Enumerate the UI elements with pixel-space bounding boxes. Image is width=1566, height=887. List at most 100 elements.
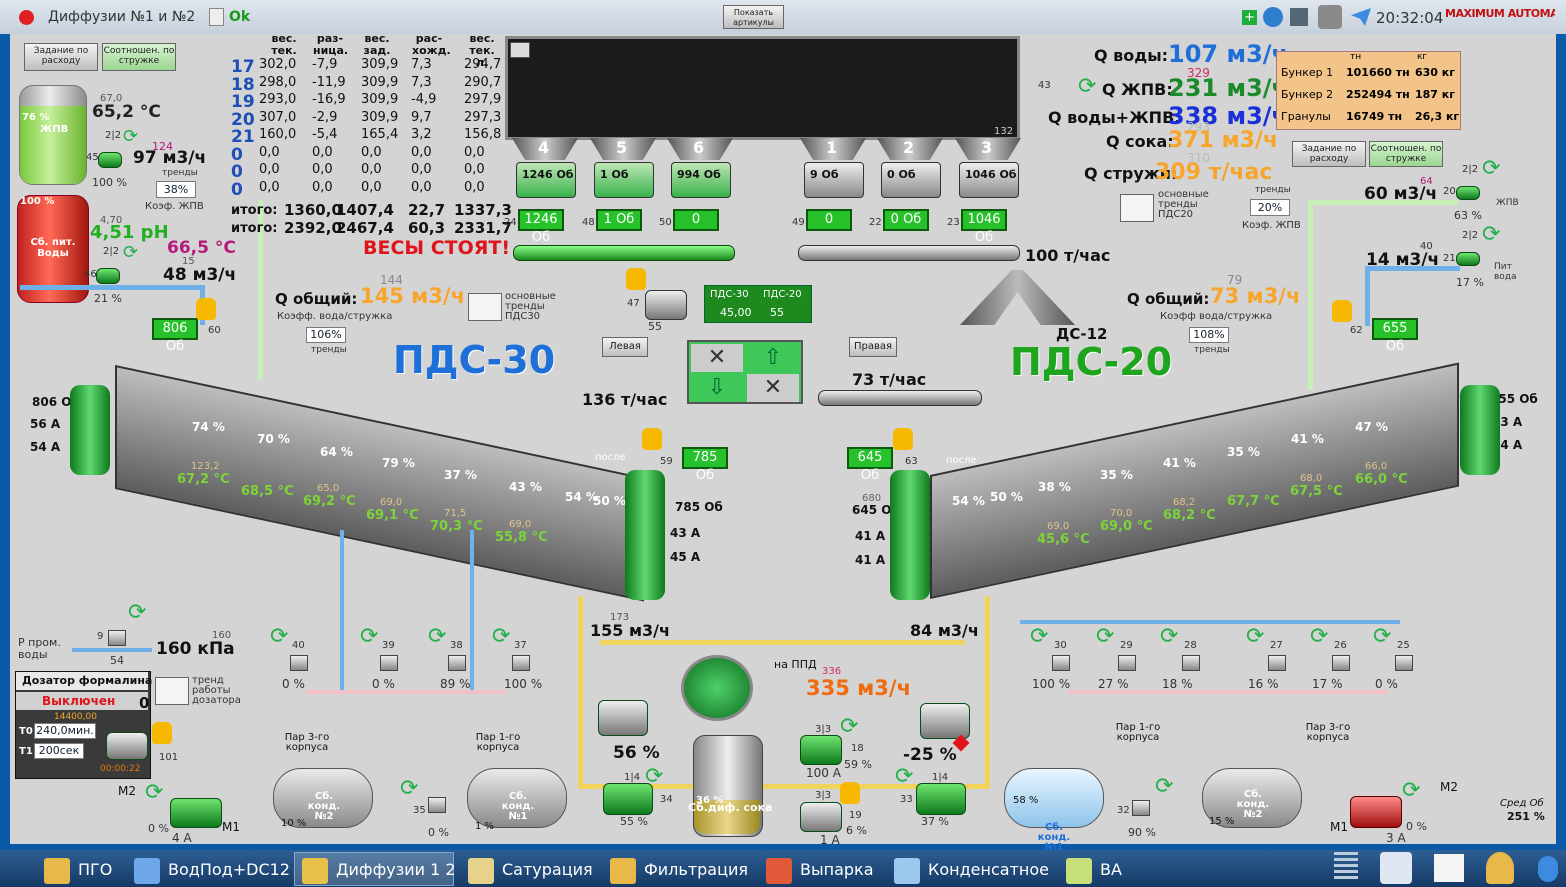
refresh-icon[interactable]: ⟳ [123, 126, 139, 147]
refresh-icon[interactable]: ⟳ [1310, 624, 1329, 649]
trend-dozator[interactable]: тренд работы дозатора [192, 675, 241, 706]
bunker-silo[interactable] [800, 138, 866, 160]
right-trends[interactable]: тренды [1255, 185, 1291, 195]
refresh-icon[interactable]: ⟳ [123, 242, 139, 263]
refresh-icon[interactable]: ⟳ [1482, 222, 1501, 247]
refresh-icon[interactable]: ⟳ [1402, 778, 1421, 803]
right-conveyor[interactable] [798, 245, 1020, 261]
chat-icon[interactable] [1263, 7, 1283, 27]
valve[interactable] [290, 655, 308, 671]
network-icon[interactable] [1290, 8, 1308, 26]
zhpv-koef[interactable]: 38% [156, 181, 196, 198]
taskbar-va[interactable]: ВА [1066, 855, 1122, 885]
refresh-icon[interactable]: ⟳ [1373, 624, 1392, 649]
monitor-icon[interactable] [510, 42, 530, 58]
t0-input[interactable]: 240,0мин. [34, 723, 96, 739]
refresh-icon[interactable]: ⟳ [1096, 624, 1115, 649]
pds20-out-box[interactable]: 645 Об [847, 447, 893, 483]
bunker-box[interactable]: 1246 Об [518, 209, 564, 245]
pds20-conveyor[interactable] [818, 390, 982, 406]
bunker-box[interactable]: 0 [806, 209, 852, 231]
pump-left[interactable] [603, 783, 653, 815]
valve[interactable] [1118, 655, 1136, 671]
chart-icon[interactable] [1434, 854, 1464, 882]
arrow-up-icon[interactable]: ⇧ [763, 345, 783, 370]
pds20-out-motor[interactable] [890, 470, 930, 600]
taskbar-saturation[interactable]: Сатурация [468, 855, 593, 885]
pds-split-panel[interactable] [704, 285, 812, 323]
pds20-drive-motor[interactable] [1460, 385, 1500, 475]
close-icon[interactable]: ✕ [747, 374, 799, 402]
taskbar-filtration[interactable]: Фильтрация [610, 855, 748, 885]
refresh-icon[interactable]: ⟳ [895, 764, 914, 789]
kond1-right-tank[interactable] [1004, 768, 1104, 828]
valve[interactable] [1395, 655, 1413, 671]
right-ratio-button[interactable]: Соотношен. по стружке [1369, 141, 1443, 167]
bunker-silo[interactable] [512, 138, 578, 160]
bunker-box[interactable]: 0 [673, 209, 719, 231]
taskbar-pgo[interactable]: ПГО [44, 855, 112, 885]
arrow-down-icon[interactable]: ⇩ [707, 375, 727, 400]
refresh-icon[interactable]: ⟳ [1160, 624, 1179, 649]
bunker-scale[interactable] [671, 162, 731, 198]
left-rate-button[interactable]: Задание по расходу [24, 43, 98, 71]
bunker-scale[interactable] [594, 162, 654, 198]
settings-icon[interactable] [1380, 852, 1412, 884]
valve[interactable] [380, 655, 398, 671]
water-pump-right[interactable] [1456, 252, 1480, 266]
trend-chart-icon[interactable] [155, 677, 189, 705]
pds30-trends[interactable]: тренды [311, 345, 347, 355]
dozator-pump[interactable] [106, 732, 148, 760]
close-icon[interactable]: ✕ [691, 344, 743, 372]
left-button[interactable]: Левая [602, 337, 648, 357]
juice-separator[interactable] [681, 655, 753, 721]
valve[interactable] [512, 655, 530, 671]
pump-right[interactable] [916, 783, 966, 815]
main-trends-pds20[interactable]: основные тренды ПДС20 [1158, 189, 1209, 220]
center-pump[interactable] [645, 290, 687, 320]
hand-icon[interactable] [840, 782, 860, 804]
refresh-icon[interactable]: ⟳ [400, 776, 419, 801]
refresh-icon[interactable]: ⟳ [1482, 156, 1501, 181]
refresh-icon[interactable]: ⟳ [428, 624, 447, 649]
pds20-trends[interactable]: тренды [1194, 345, 1230, 355]
pds30-drive-motor[interactable] [70, 385, 110, 475]
zhpv-trends[interactable]: тренды [162, 168, 198, 178]
worker-icon[interactable] [1486, 852, 1514, 884]
user-icon[interactable] [1318, 5, 1342, 29]
left-conveyor[interactable] [513, 245, 735, 261]
refresh-icon[interactable]: ⟳ [360, 624, 379, 649]
refresh-icon[interactable]: ⟳ [492, 624, 511, 649]
bunker-silo[interactable] [667, 138, 733, 160]
direction-switch[interactable]: ✕ ⇧ ⇩ ✕ [687, 340, 803, 404]
hand-icon[interactable] [1332, 300, 1352, 322]
taskbar-vodpod[interactable]: ВодПод+DC12 [134, 855, 290, 885]
menu-lines-icon[interactable] [1334, 852, 1358, 882]
bunker-scale[interactable] [959, 162, 1019, 198]
valve[interactable] [1052, 655, 1070, 671]
hand-icon[interactable] [642, 428, 662, 450]
refresh-icon[interactable]: ⟳ [270, 624, 289, 649]
pds30-speed-box[interactable]: 806 Об [152, 318, 198, 354]
send-icon[interactable] [1351, 8, 1371, 26]
press-valve[interactable] [108, 630, 126, 646]
close-dot-icon[interactable] [19, 10, 34, 25]
hand-icon[interactable] [196, 298, 216, 320]
bunker-scale[interactable] [881, 162, 941, 198]
right-button[interactable]: Правая [849, 337, 897, 357]
pump-19[interactable] [800, 802, 842, 832]
refresh-icon[interactable]: ⟳ [1246, 624, 1265, 649]
zhpv-pump[interactable] [98, 152, 122, 168]
taskbar-diffusion[interactable]: Диффузии 1 2 [302, 855, 456, 885]
kond2-left-tank[interactable] [273, 768, 373, 828]
refresh-icon[interactable]: ⟳ [840, 714, 859, 739]
refresh-icon[interactable]: ⟳ [1078, 74, 1097, 99]
bunker-silo[interactable] [877, 138, 943, 160]
refresh-icon[interactable]: ⟳ [1155, 774, 1174, 799]
pump-right-motor[interactable] [920, 703, 970, 739]
taskbar-evaporation[interactable]: Выпарка [766, 855, 874, 885]
bunker-scale[interactable] [804, 162, 864, 198]
refresh-icon[interactable]: ⟳ [145, 780, 164, 805]
plus-icon[interactable]: + [1242, 10, 1257, 25]
left-ratio-button[interactable]: Соотношен. по стружке [102, 43, 176, 71]
